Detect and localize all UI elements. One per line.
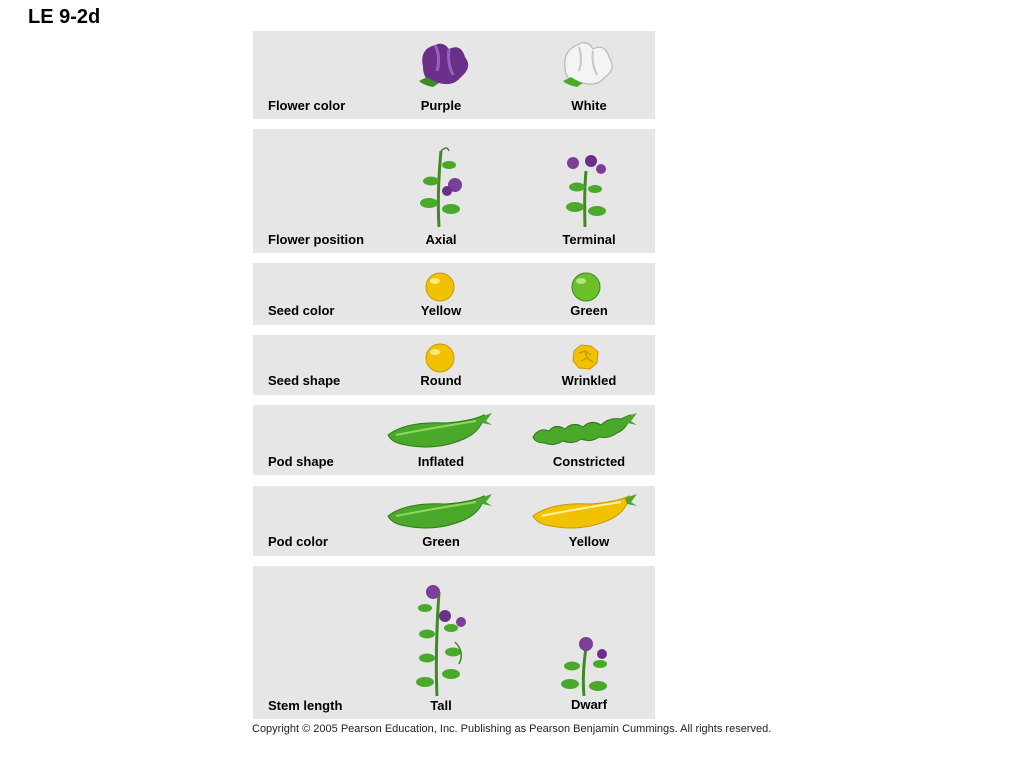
- wrinkled-seed-icon: [572, 344, 599, 370]
- dominant-label: Purple: [420, 98, 462, 113]
- copyright-notice: Copyright © 2005 Pearson Education, Inc.…: [252, 723, 772, 735]
- dominant-label: Inflated: [417, 454, 465, 469]
- terminal-flower-plant-icon: [566, 155, 606, 228]
- dominant-label: Tall: [430, 698, 452, 713]
- trait-panel-stem-length: Stem length Tall Dwarf: [253, 566, 655, 719]
- yellow-seed-icon: [425, 272, 455, 302]
- trait-panel-flower-color: Flower color Purple White: [253, 31, 655, 119]
- round-seed-icon: [425, 343, 455, 373]
- dominant-label: Green: [422, 534, 460, 549]
- trait-panel-seed-color: Seed color Yellow Green: [253, 263, 655, 325]
- trait-label: Seed shape: [268, 373, 341, 388]
- trait-label: Stem length: [268, 698, 343, 713]
- trait-panel-pod-shape: Pod shape Inflated Constricted: [253, 405, 655, 475]
- tall-plant-icon: [416, 585, 466, 697]
- white-flower-icon: [563, 42, 613, 87]
- recessive-label: Green: [570, 303, 608, 318]
- recessive-label: Wrinkled: [561, 373, 617, 388]
- yellow-pod-icon: [532, 494, 637, 529]
- dominant-label: Round: [420, 373, 462, 388]
- constricted-pod-icon: [532, 413, 637, 446]
- axial-flower-plant-icon: [420, 147, 462, 228]
- trait-label: Flower position: [268, 232, 365, 247]
- trait-panel-pod-color: Pod color Green Yellow: [253, 486, 655, 556]
- green-pod-icon: [387, 494, 492, 529]
- dwarf-plant-icon: [561, 637, 607, 697]
- dominant-label: Yellow: [420, 303, 462, 318]
- green-seed-icon: [571, 272, 601, 302]
- trait-label: Seed color: [268, 303, 335, 318]
- purple-flower-icon: [419, 43, 469, 87]
- trait-panel-seed-shape: Seed shape Round Wrinkled: [253, 335, 655, 395]
- recessive-label: White: [571, 98, 607, 113]
- figure-title: LE 9-2d: [28, 6, 101, 28]
- dominant-label: Axial: [425, 232, 457, 247]
- recessive-label: Terminal: [562, 232, 616, 247]
- trait-label: Flower color: [268, 98, 346, 113]
- recessive-label: Dwarf: [570, 697, 608, 712]
- trait-panel-flower-position: Flower position Axial Terminal: [253, 129, 655, 253]
- recessive-label: Constricted: [552, 454, 626, 469]
- inflated-pod-icon: [387, 413, 492, 448]
- trait-label: Pod color: [268, 534, 328, 549]
- recessive-label: Yellow: [568, 534, 610, 549]
- trait-label: Pod shape: [268, 454, 334, 469]
